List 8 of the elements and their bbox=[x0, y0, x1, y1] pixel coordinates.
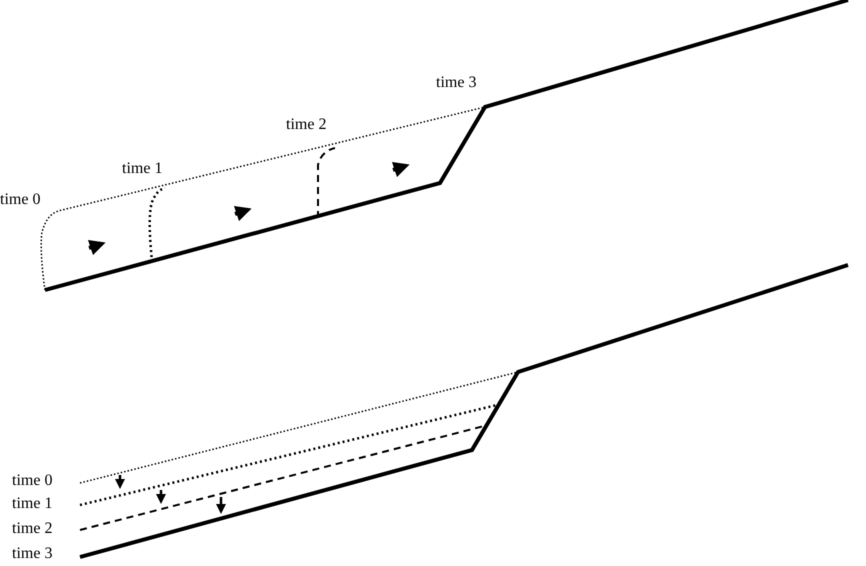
legend-label: time 2 bbox=[12, 520, 52, 538]
legend-label: time 1 bbox=[12, 495, 52, 513]
time-label: time 0 bbox=[0, 191, 40, 209]
time-label: time 2 bbox=[286, 116, 326, 134]
legend-label: time 3 bbox=[12, 545, 52, 563]
legend-label: time 0 bbox=[12, 472, 52, 490]
time-label: time 3 bbox=[436, 74, 476, 92]
time-label: time 1 bbox=[122, 160, 162, 178]
